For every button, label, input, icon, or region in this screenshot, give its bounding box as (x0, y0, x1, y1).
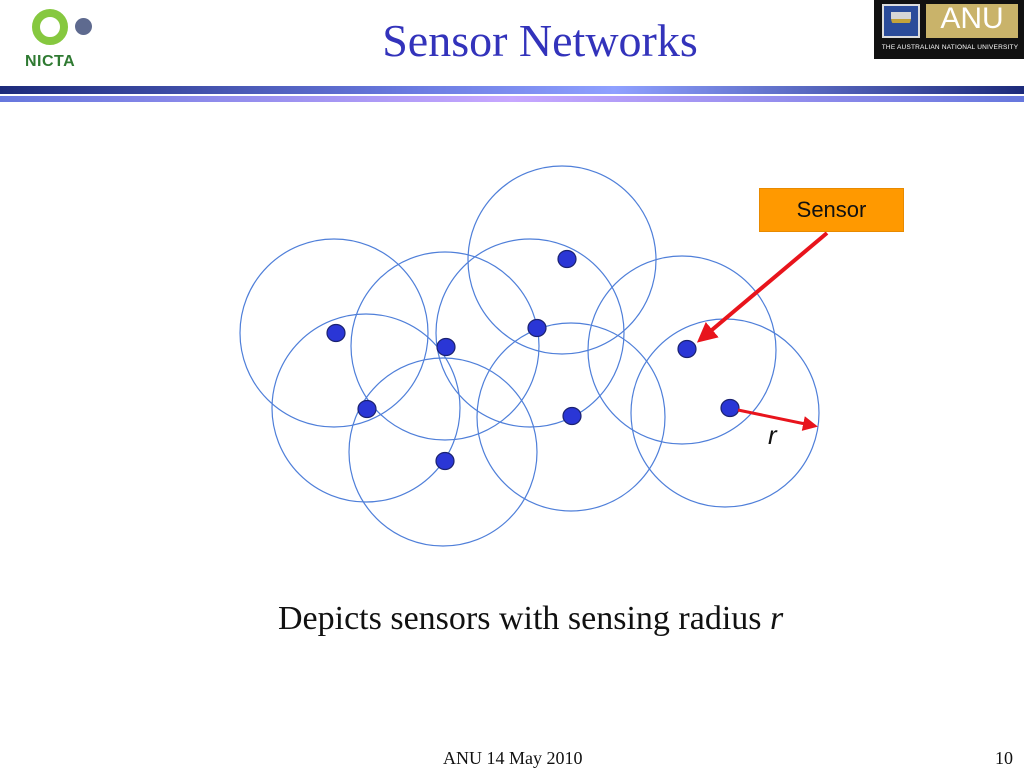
sensor-node (326, 323, 346, 343)
sensor-pointer-arrow (696, 231, 829, 343)
slide-title: Sensor Networks (382, 15, 698, 66)
nicta-logo-ring-icon (32, 9, 68, 45)
sensor-node (720, 398, 740, 418)
sensor-node (557, 249, 577, 269)
sensor-node (527, 318, 547, 338)
coverage-circles (239, 165, 820, 547)
radius-label: r (768, 420, 777, 450)
anu-logo-text: ANU (940, 2, 1004, 35)
sensor-nodes (326, 249, 740, 471)
caption-text: Depicts sensors with sensing radius (278, 600, 771, 637)
sensor-node (562, 406, 582, 426)
header-rule-bottom (0, 96, 1024, 102)
coverage-circle (239, 238, 429, 428)
sensor-node (435, 451, 455, 471)
nicta-logo-text: NICTA (25, 53, 76, 70)
coverage-circle (435, 238, 625, 428)
anu-crest-icon (882, 4, 920, 38)
nicta-logo-dot-icon (75, 18, 92, 35)
sensor-node (436, 337, 456, 357)
footer-event: ANU 14 May 2010 (443, 748, 583, 768)
caption-variable: r (770, 600, 784, 637)
radius-arrow (737, 408, 818, 431)
anu-logo-panel (926, 4, 1018, 38)
coverage-circle (587, 255, 777, 445)
footer-page-number: 10 (995, 748, 1013, 768)
coverage-circle (476, 322, 666, 512)
coverage-circle (271, 313, 461, 503)
nicta-logo: NICTA (20, 4, 110, 76)
anu-logo-subtitle: THE AUSTRALIAN NATIONAL UNIVERSITY (881, 44, 1019, 51)
sensor-node (357, 399, 377, 419)
header-rule-top (0, 86, 1024, 94)
diagram-caption: Depicts sensors with sensing radius r (278, 600, 783, 638)
coverage-circle (350, 251, 540, 441)
sensor-node (677, 339, 697, 359)
anu-logo: ANU THE AUSTRALIAN NATIONAL UNIVERSITY (874, 0, 1024, 59)
coverage-circle (348, 357, 538, 547)
sensor-callout-label: Sensor (759, 188, 904, 232)
